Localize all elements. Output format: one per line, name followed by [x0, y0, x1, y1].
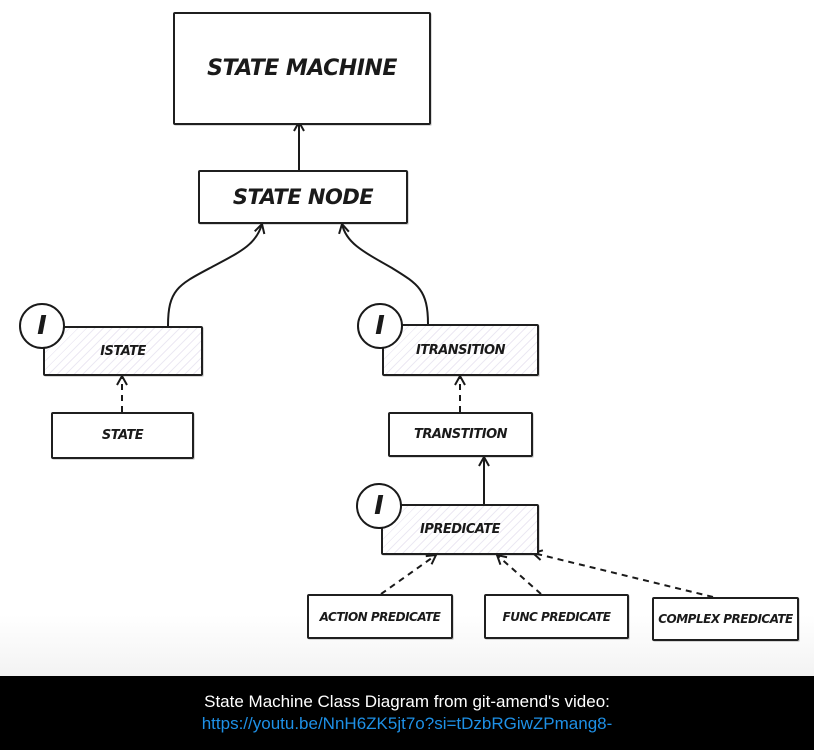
- edge-actionpredicate-to-ipredicate: [380, 555, 436, 595]
- caption-title: State Machine Class Diagram from git-ame…: [204, 692, 610, 711]
- node-ipredicate: IPREDICATE: [381, 504, 539, 555]
- interface-badge-ipredicate: I: [356, 483, 402, 529]
- edge-complexpredicate-to-ipredicate: [533, 553, 714, 598]
- node-state-machine: STATE MACHINE: [173, 12, 431, 125]
- diagram-connectors: [0, 0, 714, 598]
- node-transtition: TRANSTITION: [388, 412, 533, 457]
- video-link[interactable]: https://youtu.be/NnH6ZK5jt7o?si=tDzbRGiw…: [201, 714, 613, 733]
- node-istate: ISTATE: [43, 326, 203, 376]
- node-state: STATE: [51, 412, 194, 459]
- interface-badge-itransition: I: [357, 303, 403, 349]
- edge-funcpredicate-to-ipredicate: [497, 555, 542, 595]
- node-state-node: STATE NODE: [198, 170, 408, 224]
- node-complex-predicate: COMPLEX PREDICATE: [652, 597, 799, 641]
- edge-itransition-to-statenode: [342, 224, 429, 325]
- node-itransition: ITRANSITION: [382, 324, 539, 376]
- caption-bar: State Machine Class Diagram from git-ame…: [0, 676, 814, 750]
- edge-istate-to-statenode: [167, 224, 262, 327]
- node-action-predicate: ACTION PREDICATE: [307, 594, 453, 639]
- interface-badge-istate: I: [19, 303, 65, 349]
- node-func-predicate: FUNC PREDICATE: [484, 594, 629, 639]
- class-diagram: STATE MACHINE STATE NODE ISTATE I STATE …: [0, 0, 814, 676]
